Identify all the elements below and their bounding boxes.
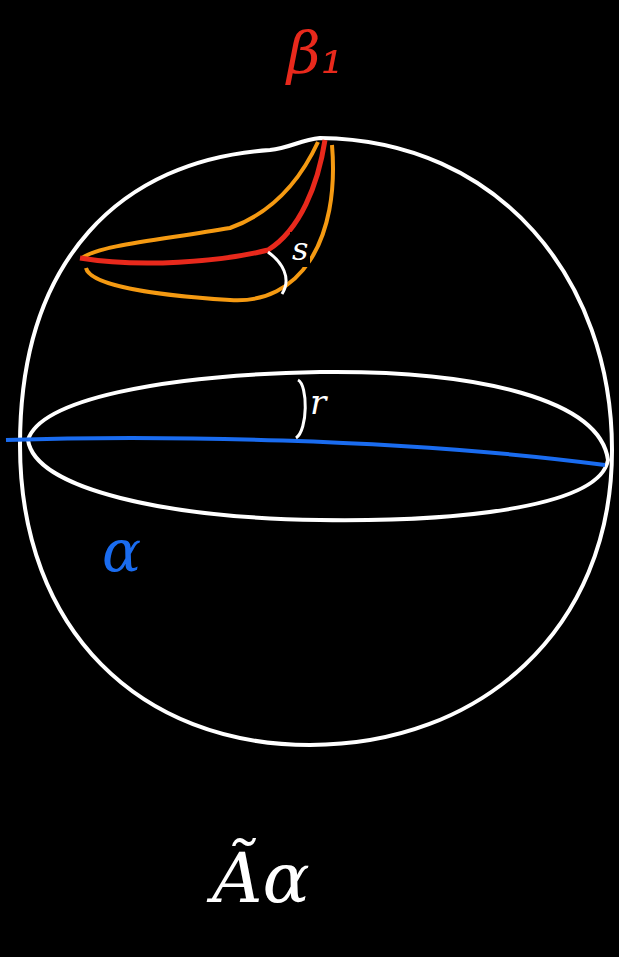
curve-label: β₁ (285, 22, 346, 86)
equator-ellipse (28, 372, 608, 520)
s-bracket (268, 252, 286, 294)
space-label: Ãα (210, 840, 312, 917)
dimension-label: s (290, 232, 310, 267)
alpha-curve (6, 438, 605, 465)
r-bracket (296, 380, 305, 438)
beta-curve (80, 140, 325, 263)
dimension-label: r (308, 384, 328, 421)
curve-label: α (100, 520, 143, 584)
